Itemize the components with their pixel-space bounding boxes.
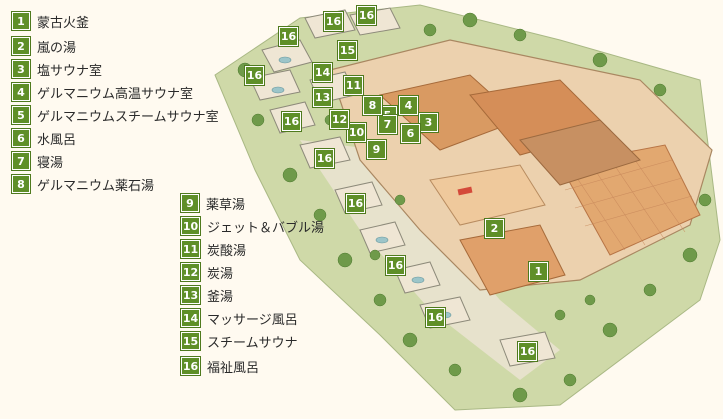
legend-label-3: 塩サウナ室 bbox=[37, 63, 103, 79]
corridor-roof bbox=[519, 119, 641, 186]
map-marker-16b[interactable]: 16 bbox=[324, 12, 343, 31]
legend-item-12: 12 炭湯 bbox=[181, 263, 234, 282]
legend-badge-5: 5 bbox=[12, 106, 30, 124]
legend-badge-8: 8 bbox=[12, 175, 30, 193]
legend-badge-14: 14 bbox=[181, 309, 200, 327]
legend-label-2: 嵐の湯 bbox=[37, 40, 77, 56]
legend-badge-6: 6 bbox=[12, 129, 30, 147]
legend-label-9: 薬草湯 bbox=[206, 197, 246, 213]
dining-area bbox=[429, 164, 546, 226]
legend-label-1: 蒙古火釜 bbox=[37, 15, 90, 31]
legend-item-1: 1 蒙古火釜 bbox=[12, 12, 90, 31]
map-marker-16a[interactable]: 16 bbox=[279, 27, 298, 46]
legend-item-13: 13 釜湯 bbox=[181, 286, 234, 305]
legend-item-8: 8 ゲルマニウム薬石湯 bbox=[12, 175, 155, 194]
legend-item-4: 4 ゲルマニウム高温サウナ室 bbox=[12, 83, 194, 102]
legend-label-13: 釜湯 bbox=[207, 289, 234, 305]
legend-badge-7: 7 bbox=[12, 152, 30, 170]
legend-badge-16: 16 bbox=[181, 357, 200, 375]
legend-badge-10: 10 bbox=[181, 217, 200, 235]
legend-item-3: 3 塩サウナ室 bbox=[12, 60, 103, 79]
map-marker-16e[interactable]: 16 bbox=[282, 112, 301, 131]
legend-label-10: ジェット＆バブル湯 bbox=[207, 220, 325, 236]
map-marker-16j[interactable]: 16 bbox=[518, 342, 537, 361]
map-marker-3[interactable]: 3 bbox=[419, 113, 438, 132]
legend-badge-15: 15 bbox=[181, 332, 200, 350]
legend-badge-2: 2 bbox=[12, 37, 30, 55]
map-marker-6[interactable]: 6 bbox=[401, 124, 420, 143]
legend-item-14: 14 マッサージ風呂 bbox=[181, 309, 298, 328]
legend-item-5: 5 ゲルマニウムスチームサウナ室 bbox=[12, 106, 219, 125]
legend-label-4: ゲルマニウム高温サウナ室 bbox=[37, 86, 194, 102]
legend-label-15: スチームサウナ bbox=[207, 335, 298, 351]
legend-item-16: 16 福祉風呂 bbox=[181, 357, 260, 376]
hall-grid bbox=[564, 159, 693, 251]
legend-badge-9: 9 bbox=[181, 194, 199, 212]
map-marker-14[interactable]: 14 bbox=[313, 63, 332, 82]
legend-item-9: 9 薬草湯 bbox=[181, 194, 246, 213]
legend-badge-3: 3 bbox=[12, 60, 30, 78]
legend-item-6: 6 水風呂 bbox=[12, 129, 77, 148]
map-marker-16h[interactable]: 16 bbox=[386, 256, 405, 275]
map-marker-13[interactable]: 13 bbox=[313, 88, 332, 107]
legend-item-11: 11 炭酸湯 bbox=[181, 240, 247, 259]
map-marker-7[interactable]: 7 bbox=[378, 115, 397, 134]
map-marker-16c[interactable]: 16 bbox=[357, 6, 376, 25]
legend-item-7: 7 寝湯 bbox=[12, 152, 64, 171]
map-marker-9[interactable]: 9 bbox=[367, 140, 386, 159]
legend-label-5: ゲルマニウムスチームサウナ室 bbox=[37, 109, 219, 125]
legend-label-6: 水風呂 bbox=[37, 132, 77, 148]
legend-badge-12: 12 bbox=[181, 263, 200, 281]
legend-label-11: 炭酸湯 bbox=[207, 243, 247, 259]
map-marker-4[interactable]: 4 bbox=[399, 96, 418, 115]
legend-label-12: 炭湯 bbox=[207, 266, 234, 282]
legend-badge-1: 1 bbox=[12, 12, 30, 30]
map-marker-1[interactable]: 1 bbox=[529, 262, 548, 281]
map-marker-10[interactable]: 10 bbox=[347, 123, 366, 142]
legend-label-7: 寝湯 bbox=[37, 155, 64, 171]
legend-label-8: ゲルマニウム薬石湯 bbox=[37, 178, 155, 194]
map-marker-2[interactable]: 2 bbox=[485, 219, 504, 238]
map-marker-8[interactable]: 8 bbox=[363, 96, 382, 115]
map-marker-11[interactable]: 11 bbox=[344, 76, 363, 95]
legend-badge-13: 13 bbox=[181, 286, 200, 304]
map-marker-15[interactable]: 15 bbox=[338, 41, 357, 60]
map-marker-12[interactable]: 12 bbox=[330, 110, 349, 129]
red-accent bbox=[457, 186, 473, 196]
legend-badge-11: 11 bbox=[181, 240, 200, 258]
legend-item-2: 2 嵐の湯 bbox=[12, 37, 77, 56]
legend-badge-4: 4 bbox=[12, 83, 30, 101]
map-marker-16g[interactable]: 16 bbox=[346, 194, 365, 213]
map-marker-16d[interactable]: 16 bbox=[245, 66, 264, 85]
legend-item-15: 15 スチームサウナ bbox=[181, 332, 298, 351]
legend-label-16: 福祉風呂 bbox=[207, 360, 260, 376]
legend-label-14: マッサージ風呂 bbox=[207, 312, 298, 328]
map-marker-16i[interactable]: 16 bbox=[426, 308, 445, 327]
map-marker-16f[interactable]: 16 bbox=[315, 149, 334, 168]
legend-item-10: 10 ジェット＆バブル湯 bbox=[181, 217, 325, 236]
